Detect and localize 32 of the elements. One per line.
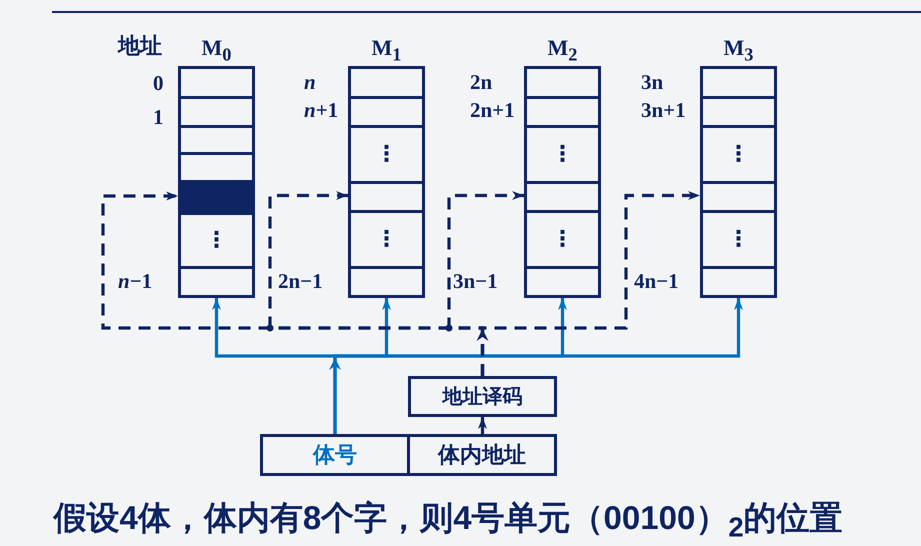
address-label: 3n−1 xyxy=(453,269,498,293)
column-heading: 地址 xyxy=(118,33,162,61)
module-label: M$_{3}$ xyxy=(724,34,754,66)
memory-cell: ⋮ xyxy=(348,125,425,181)
arrow xyxy=(478,417,487,434)
module-label: M$_{2}$ xyxy=(548,34,578,66)
address-label: n+1 xyxy=(304,98,338,122)
module-label: M$_{0}$ xyxy=(202,34,232,66)
address-label: 2n xyxy=(470,70,492,94)
address-label: 4n−1 xyxy=(634,269,679,293)
memory-cell: ⋮ xyxy=(524,210,601,266)
address-label: n−1 xyxy=(118,269,152,293)
address-label: 2n−1 xyxy=(278,269,323,293)
module-label: M$_{1}$ xyxy=(372,34,402,66)
caption: 假设4体，体内有8个字，则4号单元（00100）$_{2}$的位置 xyxy=(54,498,843,545)
memory-cell: ⋮ xyxy=(700,210,777,266)
register-box: 体内地址 xyxy=(407,434,557,476)
decoder-box: 地址译码 xyxy=(408,376,557,417)
address-label: 1 xyxy=(153,105,164,129)
memory-cell xyxy=(178,180,255,212)
memory-cell: ⋮ xyxy=(700,125,777,181)
register-box: 体号 xyxy=(260,434,410,476)
address-label: 3n xyxy=(641,70,664,94)
address-label: 2n+1 xyxy=(470,98,515,122)
address-label: 0 xyxy=(153,71,164,95)
address-label: 3n+1 xyxy=(641,98,686,122)
dashed-arrow xyxy=(480,191,700,376)
memory-cell: ⋮ xyxy=(348,210,425,266)
arrow xyxy=(333,298,743,434)
memory-cell: ⋮ xyxy=(178,212,255,266)
memory-cell: ⋮ xyxy=(524,125,601,181)
address-label: n xyxy=(304,70,316,94)
